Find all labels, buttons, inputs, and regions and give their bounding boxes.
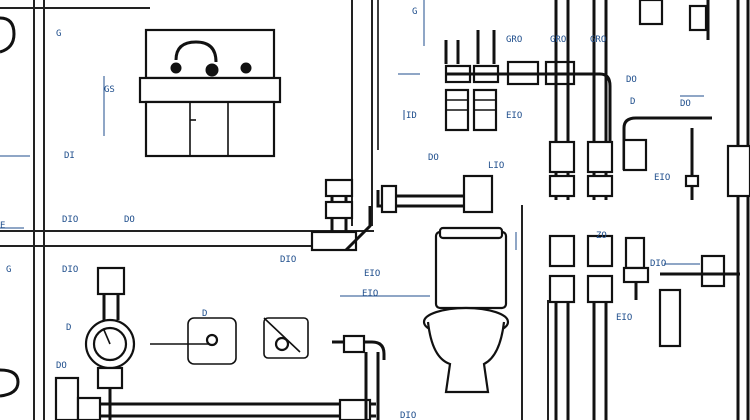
dim-label: GS bbox=[104, 85, 115, 95]
dimension-labels: G G GS GRO GRO GRO DO DO ID EIO D DI DO … bbox=[0, 7, 691, 420]
dim-label: ZO bbox=[596, 231, 607, 241]
left-edge-fixture-bottom bbox=[0, 368, 20, 398]
dim-label: G bbox=[412, 7, 417, 17]
dim-label: DO bbox=[56, 361, 67, 371]
dim-label: D bbox=[202, 309, 207, 319]
dim-label: GRO bbox=[590, 35, 606, 45]
dim-label: DO bbox=[124, 215, 135, 225]
dim-label: DIO bbox=[280, 255, 296, 265]
left-edge-fixture-top bbox=[0, 16, 16, 54]
manifold-top bbox=[444, 30, 612, 150]
dim-label: EIO bbox=[654, 173, 670, 183]
drain-pipe-run bbox=[376, 0, 494, 214]
faucet bbox=[332, 334, 386, 420]
dim-label: DO bbox=[626, 75, 637, 85]
dim-label: EIO bbox=[616, 313, 632, 323]
small-fixture-b bbox=[263, 317, 309, 359]
dim-label: EIO bbox=[362, 289, 378, 299]
dim-label: G bbox=[6, 265, 11, 275]
dim-label: D bbox=[630, 97, 635, 107]
small-fixture-a bbox=[150, 317, 237, 365]
dim-label: DO bbox=[680, 99, 691, 109]
dim-label: DIO bbox=[62, 215, 78, 225]
toilet bbox=[422, 226, 510, 394]
dim-label: EIO bbox=[506, 111, 522, 121]
dim-label: DI bbox=[64, 151, 75, 161]
vertical-pipe-left bbox=[310, 178, 372, 252]
dim-label: GRO bbox=[550, 35, 566, 45]
dim-label: LIO bbox=[488, 161, 504, 171]
dim-label: EIO bbox=[364, 269, 380, 279]
dim-label: DIO bbox=[400, 411, 416, 420]
right-stacks-upper bbox=[548, 0, 614, 200]
dim-label: ID bbox=[406, 111, 417, 121]
dim-label: DO bbox=[428, 153, 439, 163]
dimension-lines bbox=[0, 0, 704, 297]
bottom-pipe bbox=[54, 376, 376, 420]
dim-label: GRO bbox=[506, 35, 522, 45]
dim-label: E bbox=[0, 221, 5, 231]
dim-label: D bbox=[66, 323, 71, 333]
pressure-gauge-assembly bbox=[84, 266, 136, 420]
dim-label: DIO bbox=[650, 259, 666, 269]
dim-label: DIO bbox=[62, 265, 78, 275]
dim-label: G bbox=[56, 29, 61, 39]
valve-assembly-right bbox=[622, 116, 740, 348]
frame-lines bbox=[0, 0, 549, 420]
vanity-sink bbox=[138, 28, 282, 158]
right-top-fixtures bbox=[638, 0, 750, 420]
right-stacks-lower bbox=[548, 234, 614, 420]
